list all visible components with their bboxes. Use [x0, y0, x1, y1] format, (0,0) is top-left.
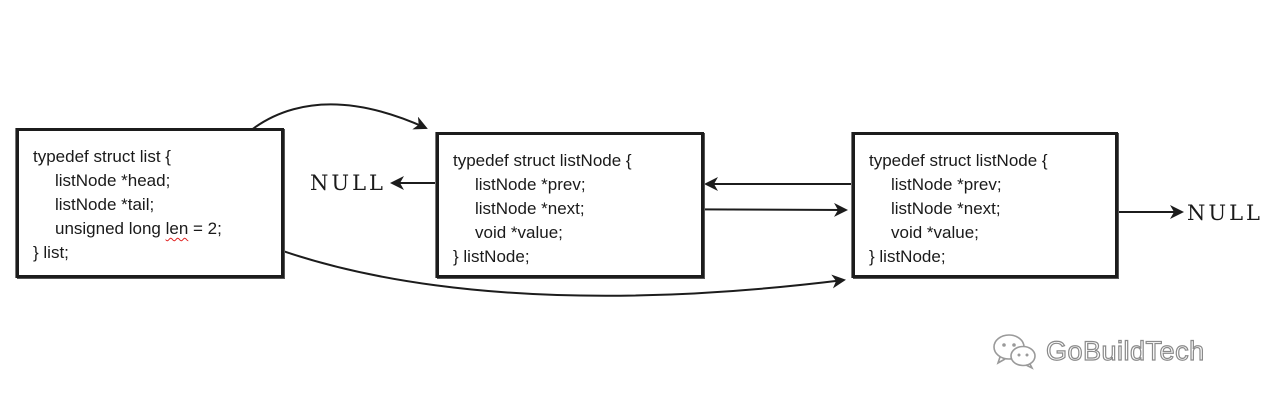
- node-next-line: listNode *next;: [891, 199, 1001, 218]
- list-head-line: listNode *head;: [55, 171, 171, 190]
- list-tail-line: listNode *tail;: [55, 195, 155, 214]
- list-node-box-2: typedef struct listNode { listNode *prev;…: [852, 132, 1118, 278]
- watermark: GoBuildTech: [992, 332, 1205, 370]
- node-prev-line: listNode *prev;: [475, 175, 586, 194]
- node-prev-line: listNode *prev;: [891, 175, 1002, 194]
- watermark-text: GoBuildTech: [1045, 335, 1205, 366]
- len-suffix: = 2;: [188, 219, 222, 238]
- node-close-line: } listNode;: [453, 247, 530, 266]
- node-open-line: typedef struct listNode {: [453, 151, 632, 170]
- null-label-left: NULL: [310, 171, 386, 195]
- node-value-line: void *value;: [475, 223, 563, 242]
- list-len-line: unsigned long len = 2;: [33, 217, 281, 241]
- list-node-box-1: typedef struct listNode { listNode *prev;…: [436, 132, 704, 278]
- node-close-line: } listNode;: [869, 247, 946, 266]
- list-struct-box: typedef struct list { listNode *head; list…: [16, 128, 284, 278]
- len-prefix: unsigned long: [55, 219, 166, 238]
- wechat-icon: [993, 334, 1036, 370]
- node-open-line: typedef struct listNode {: [869, 151, 1048, 170]
- list-open-line: typedef struct list {: [33, 147, 171, 166]
- list-close-line: } list;: [33, 243, 69, 262]
- len-word: len: [165, 219, 189, 238]
- null-label-right: NULL: [1187, 201, 1263, 225]
- node-value-line: void *value;: [891, 223, 979, 242]
- node-next-line: listNode *next;: [475, 199, 585, 218]
